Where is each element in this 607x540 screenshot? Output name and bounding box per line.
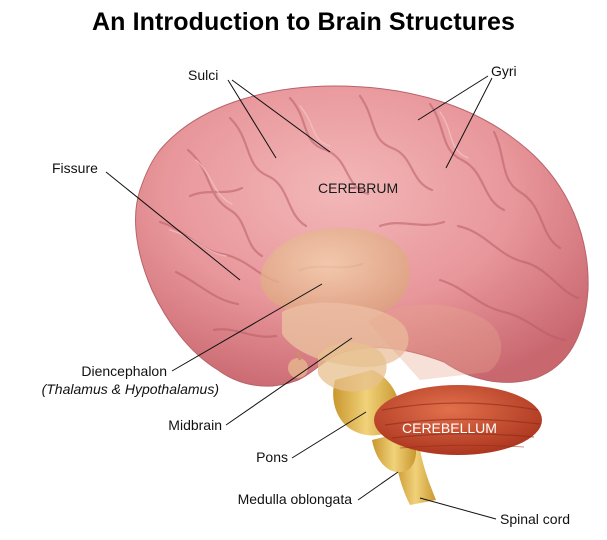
label-sulci: Sulci xyxy=(188,67,218,83)
label-cerebrum: CEREBRUM xyxy=(318,180,398,196)
label-fissure: Fissure xyxy=(52,160,98,176)
label-pons: Pons xyxy=(256,449,288,465)
label-diencephalon: Diencephalon xyxy=(81,363,167,379)
diagram-title: An Introduction to Brain Structures xyxy=(92,8,515,36)
label-diencephalon-sub: (Thalamus & Hypothalamus) xyxy=(42,381,219,397)
label-cerebellum: CEREBELLUM xyxy=(402,420,497,436)
midbrain-shape xyxy=(318,342,387,392)
label-spinal-cord: Spinal cord xyxy=(500,511,570,527)
label-medulla: Medulla oblongata xyxy=(238,491,353,507)
leader-lines xyxy=(105,75,497,520)
label-gyri: Gyri xyxy=(491,63,517,79)
cerebellum-shape xyxy=(374,385,542,455)
label-midbrain: Midbrain xyxy=(168,417,222,433)
